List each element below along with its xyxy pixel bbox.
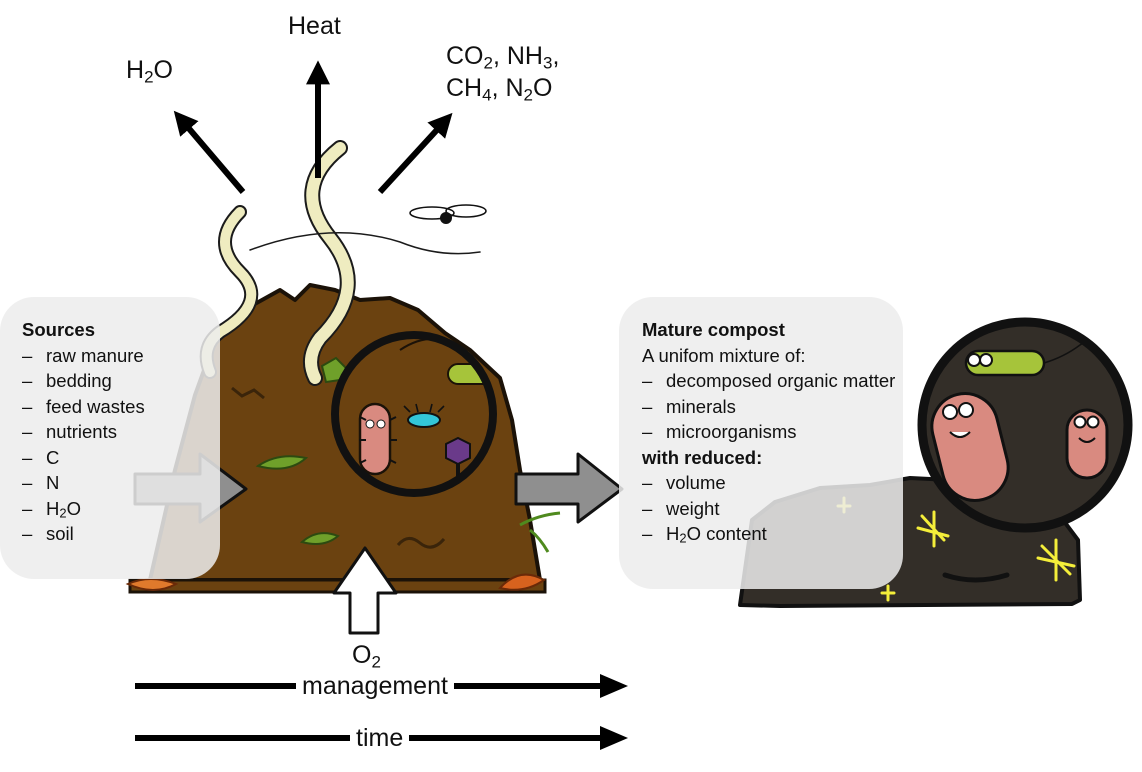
leaf-icon <box>498 573 546 591</box>
leaf-icon <box>255 455 309 470</box>
bacterium-icon <box>964 339 1103 377</box>
leaf-icon <box>125 578 179 591</box>
leaf-icon <box>299 532 340 545</box>
sources-list-item: –soil <box>22 523 74 544</box>
reduced-list-item: –H2O content <box>642 523 767 546</box>
time-label: time <box>350 726 410 751</box>
bacterium-icon <box>1065 408 1109 480</box>
sources-list-item: –feed wastes <box>22 395 145 417</box>
grass-icon <box>519 511 561 553</box>
mature-compost-intro: A unifom mixture of: <box>642 344 806 366</box>
mite-icon <box>403 403 445 428</box>
oxygen-input-label: O2 <box>352 641 381 672</box>
mixture-list-item: –microorganisms <box>642 421 797 442</box>
microbe-lens-fresh <box>331 331 497 497</box>
reduced-list-item: –volume <box>642 472 726 493</box>
mixture-list-item: –minerals <box>642 395 736 417</box>
mature-compost-panel: Mature compost A unifom mixture of: –dec… <box>619 297 903 589</box>
water-output-label: H2O <box>126 56 173 87</box>
gas-output-label: CO2, NH3, CH4, N2O <box>446 40 559 104</box>
sources-title: Sources <box>22 319 96 340</box>
sources-list-item: –N <box>22 472 60 493</box>
mixture-list-item: –decomposed organic matter <box>642 370 896 391</box>
oxygen-arrow <box>332 546 398 635</box>
gas-output-line-1: CO2, NH3, <box>446 42 560 73</box>
sources-list-item: –raw manure <box>22 344 144 366</box>
sources-list-item: –nutrients <box>22 421 117 442</box>
bacterium-icon <box>358 402 397 476</box>
heat-output-label: Heat <box>288 12 341 40</box>
reduced-title: with reduced: <box>642 446 763 468</box>
fly-icon <box>409 204 487 224</box>
sources-panel: Sources –raw manure–bedding–feed wastes–… <box>0 297 220 579</box>
sources-list-item: –H2O <box>22 497 81 521</box>
bacterium-icon <box>930 392 1010 502</box>
output-arrows <box>173 60 453 195</box>
mature-compost-title: Mature compost <box>642 319 785 340</box>
reduced-list: –volume –weight –H2O content <box>642 470 903 547</box>
sources-list-item: –bedding <box>22 370 112 391</box>
mixture-list: –decomposed organic matter –minerals –micr… <box>642 368 903 445</box>
reduced-list-item: –weight <box>642 497 720 519</box>
gas-output-line-2: CH4, N2O <box>446 74 553 105</box>
management-label: management <box>296 674 454 699</box>
sources-list: –raw manure –bedding –feed wastes –nutrient… <box>22 343 220 547</box>
transform-arrow <box>514 452 624 524</box>
sources-list-item: –C <box>22 446 60 468</box>
microbe-lens-mature <box>917 317 1133 533</box>
